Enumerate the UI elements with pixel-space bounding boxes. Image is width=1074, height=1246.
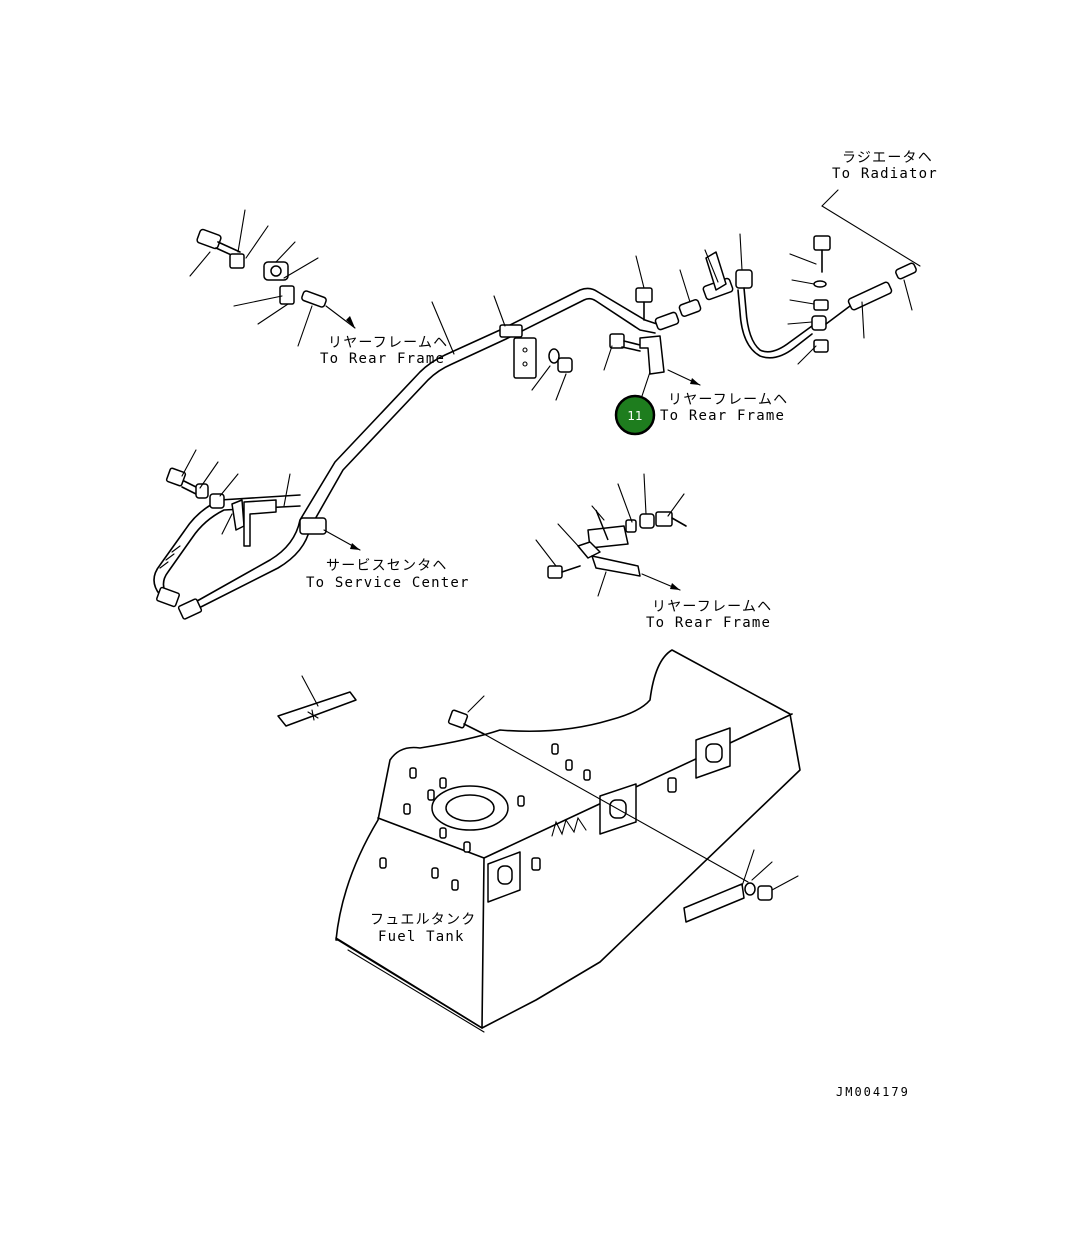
callout-11-number[interactable]: 11 xyxy=(627,409,642,423)
label-fuel-tank-jp: フュエルタンク xyxy=(370,912,476,928)
fuel-pipe xyxy=(153,287,661,620)
label-rear-frame-1-en: To Rear Frame xyxy=(320,351,445,367)
label-rear-frame-2-en: To Rear Frame xyxy=(660,408,785,424)
label-radiator-en: To Radiator xyxy=(832,166,938,182)
label-rear-frame-3-en: To Rear Frame xyxy=(646,615,771,631)
bracket-callout-11-group xyxy=(603,333,701,403)
label-service-center-jp: サービスセンタヘ xyxy=(326,558,448,574)
label-rear-frame-3-jp: リヤーフレームヘ xyxy=(652,599,772,615)
bracket-group-center-right xyxy=(535,473,687,597)
label-fuel-tank-en: Fuel Tank xyxy=(378,929,465,945)
pad-sheet xyxy=(277,675,357,727)
fitting-group-top-right xyxy=(635,189,921,365)
fuel-tank xyxy=(335,649,801,1033)
label-service-center-en: To Service Center xyxy=(306,575,470,591)
clamp-group-left xyxy=(159,449,361,569)
label-rear-frame-1-jp: リヤーフレームヘ xyxy=(328,335,448,351)
label-rear-frame-2-jp: リヤーフレームヘ xyxy=(668,392,788,408)
pipe-bracket-center xyxy=(431,295,573,401)
drawing-code: JM004179 xyxy=(836,1085,910,1099)
label-radiator-jp: ラジエータヘ xyxy=(842,150,933,166)
callout-11[interactable]: 11 xyxy=(614,394,656,436)
callout-11-circle[interactable] xyxy=(614,394,656,436)
clamp-group-top-left xyxy=(189,209,356,347)
